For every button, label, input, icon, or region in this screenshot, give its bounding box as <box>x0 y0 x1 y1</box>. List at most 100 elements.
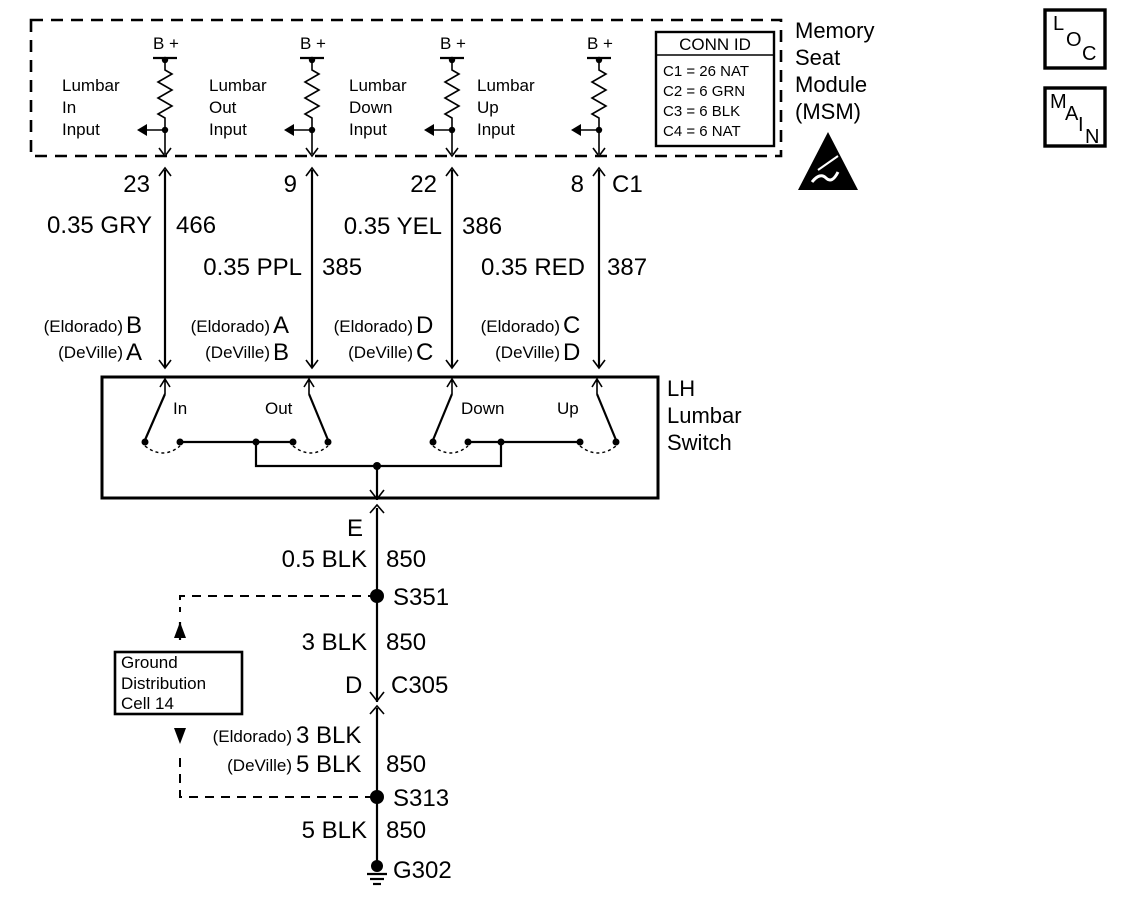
input-arrow-icon <box>571 124 581 136</box>
conn-id-row-c2: C2 = 6 GRN <box>663 83 745 100</box>
switch-pos-up: Up <box>557 399 579 418</box>
ground-seg1-gauge: 0.5 BLK <box>282 546 367 573</box>
wire-gauge-color: 0.35 PPL <box>203 254 302 281</box>
eldorado-pin: B <box>126 312 142 339</box>
deville-label: (DeVille) <box>58 343 123 362</box>
eldorado-pin: C <box>563 312 580 339</box>
pullup-resistor-icon <box>156 62 174 154</box>
eldorado-pin: D <box>416 312 433 339</box>
lh-lumbar-switch-outline <box>100 375 660 500</box>
bplus-label: B + <box>440 34 466 53</box>
pullup-resistor-icon <box>590 62 608 154</box>
loc-letter-c: C <box>1082 43 1096 65</box>
eldorado-label: (Eldorado) <box>191 317 270 336</box>
msm-input-label-line: Lumbar <box>209 76 267 95</box>
gdc-line-1: Ground <box>121 653 178 672</box>
msm-input-label-line: Input <box>209 120 247 139</box>
wire-386: 22 0.35 YEL 386 (Eldorado)D(DeVille)C <box>334 166 502 370</box>
splice-s313-dot <box>370 790 384 804</box>
loc-letter-o: O <box>1066 29 1082 51</box>
msm-pin-label: 8 <box>571 171 584 198</box>
switch-output-pin: E <box>347 515 363 542</box>
msm-name-line-1: Memory <box>795 18 874 43</box>
bplus-label: B + <box>587 34 613 53</box>
ground-seg3-deville-gauge: 5 BLK <box>296 751 361 778</box>
bplus-label: B + <box>153 34 179 53</box>
switch-name-line-2: Lumbar <box>667 403 742 428</box>
splice-s313-label: S313 <box>393 785 449 812</box>
ground-seg4-gauge: 5 BLK <box>302 817 367 844</box>
input-arrow-icon <box>424 124 434 136</box>
gdc-line-3: Cell 14 <box>121 694 174 713</box>
main-icon[interactable]: M A I N <box>1043 86 1107 148</box>
input-arrow-icon <box>284 124 294 136</box>
c305-pin-label: D <box>345 672 362 699</box>
msm-input-label-line: Up <box>477 98 499 117</box>
wire-gauge-color: 0.35 YEL <box>344 213 442 240</box>
deville-label: (DeVille) <box>205 343 270 362</box>
esd-warning-icon <box>798 132 858 190</box>
loc-letter-l: L <box>1053 13 1064 35</box>
deville-label: (DeVille) <box>348 343 413 362</box>
msm-input-label-line: Out <box>209 98 237 117</box>
eldorado-label: (Eldorado) <box>334 317 413 336</box>
msm-input-label-line: In <box>62 98 76 117</box>
conn-id-row-c1: C1 = 26 NAT <box>663 63 749 80</box>
input-arrow-icon <box>137 124 147 136</box>
pullup-resistor-icon <box>443 62 461 154</box>
switch-contacts: In Out Down Up <box>141 377 620 501</box>
msm-name-line-3: Module <box>795 72 867 97</box>
switch-pos-in: In <box>173 399 187 418</box>
msm-name-line-2: Seat <box>795 45 840 70</box>
ground-seg4-circuit: 850 <box>386 817 426 844</box>
main-letter-a: A <box>1065 103 1079 125</box>
ground-seg2-circuit: 850 <box>386 629 426 656</box>
msm-input-label-line: Lumbar <box>477 76 535 95</box>
msm-name-line-4: (MSM) <box>795 99 861 124</box>
msm-input-label-line: Input <box>349 120 387 139</box>
msm-pin-label: 22 <box>410 171 437 198</box>
ground-seg2-gauge: 3 BLK <box>302 629 367 656</box>
msm-input-label-line: Input <box>477 120 515 139</box>
ground-seg3-deville-label: (DeVille) <box>227 756 292 775</box>
pullup-resistor-icon <box>303 62 321 154</box>
deville-pin: B <box>273 339 289 366</box>
deville-pin: D <box>563 339 580 366</box>
switch-name-line-3: Switch <box>667 430 732 455</box>
deville-label: (DeVille) <box>495 343 560 362</box>
ground-symbol-icon <box>367 860 387 886</box>
c305-connector-label: C305 <box>391 672 448 699</box>
ground-seg3-circuit: 850 <box>386 751 426 778</box>
ground-distribution-reference[interactable]: Ground Distribution Cell 14 <box>113 595 377 798</box>
ground-g302-label: G302 <box>393 857 452 884</box>
conn-id-title: CONN ID <box>679 35 751 54</box>
msm-pin-label: 23 <box>123 171 150 198</box>
main-letter-n: N <box>1085 126 1099 148</box>
bplus-label: B + <box>300 34 326 53</box>
msm-input-label-line: Lumbar <box>349 76 407 95</box>
msm-input-label-line: Down <box>349 98 392 117</box>
deville-pin: A <box>126 339 142 366</box>
conn-id-table: CONN ID C1 = 26 NAT C2 = 6 GRN C3 = 6 BL… <box>654 30 776 148</box>
loc-icon[interactable]: L O C <box>1043 8 1107 70</box>
eldorado-pin: A <box>273 312 289 339</box>
gdc-line-2: Distribution <box>121 674 206 693</box>
deville-pin: C <box>416 339 433 366</box>
wire-gauge-color: 0.35 GRY <box>47 212 152 239</box>
main-letter-m: M <box>1050 91 1067 113</box>
switch-pos-out: Out <box>265 399 293 418</box>
ground-seg3-eldorado-label: (Eldorado) <box>213 727 292 746</box>
wire-circuit-number: 386 <box>462 213 502 240</box>
msm-module-outline <box>29 18 783 158</box>
